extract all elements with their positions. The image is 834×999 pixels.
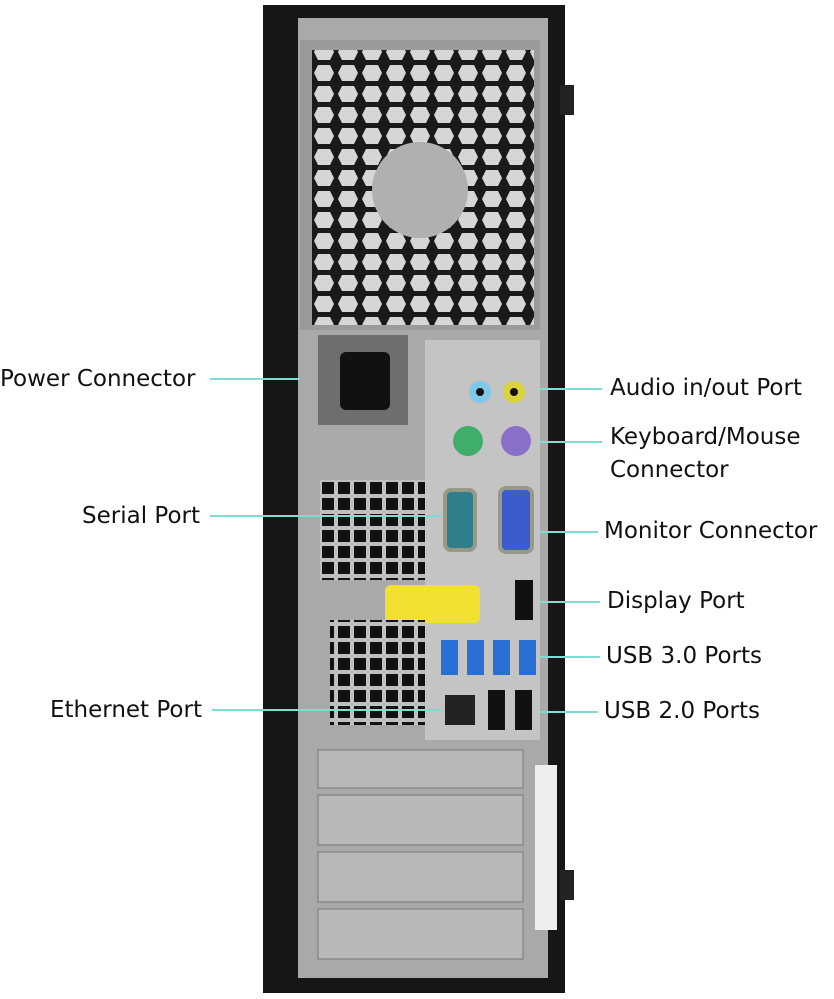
ps2-mouse-port bbox=[501, 426, 531, 456]
vent-lower bbox=[330, 620, 425, 725]
usb3-port-group bbox=[441, 640, 536, 675]
power-socket bbox=[340, 352, 390, 410]
leader-line bbox=[540, 531, 598, 533]
leader-line bbox=[540, 656, 600, 658]
leader-line bbox=[210, 515, 442, 517]
vga-connector bbox=[498, 486, 534, 554]
label-keyboard-mouse-line2: Connector bbox=[610, 457, 729, 483]
label-monitor-connector: Monitor Connector bbox=[604, 518, 818, 544]
usb2-port bbox=[515, 690, 532, 730]
leader-line bbox=[540, 711, 598, 713]
ps2-keyboard-port bbox=[453, 426, 483, 456]
label-serial-port: Serial Port bbox=[82, 503, 200, 529]
label-usb3-ports: USB 3.0 Ports bbox=[606, 643, 762, 669]
usb2-port bbox=[488, 690, 505, 730]
label-power-connector: Power Connector bbox=[0, 366, 196, 392]
serial-number-sticker bbox=[535, 765, 557, 930]
yellow-sticker bbox=[385, 585, 480, 623]
leader-line bbox=[540, 441, 602, 443]
vent-upper bbox=[320, 480, 425, 580]
leader-line bbox=[212, 709, 442, 711]
serial-connector bbox=[443, 488, 477, 552]
expansion-slots bbox=[317, 749, 524, 960]
leader-line bbox=[210, 378, 300, 380]
label-keyboard-mouse: Keyboard/Mouse bbox=[610, 424, 801, 450]
ethernet-jack bbox=[445, 695, 475, 725]
label-usb2-ports: USB 2.0 Ports bbox=[604, 698, 760, 724]
label-display-port: Display Port bbox=[607, 588, 745, 614]
leader-line bbox=[540, 601, 600, 603]
displayport-connector bbox=[515, 580, 533, 620]
leader-line bbox=[540, 388, 602, 390]
label-ethernet-port: Ethernet Port bbox=[50, 697, 202, 723]
fan-hub bbox=[372, 142, 468, 238]
label-audio-port: Audio in/out Port bbox=[610, 375, 802, 401]
